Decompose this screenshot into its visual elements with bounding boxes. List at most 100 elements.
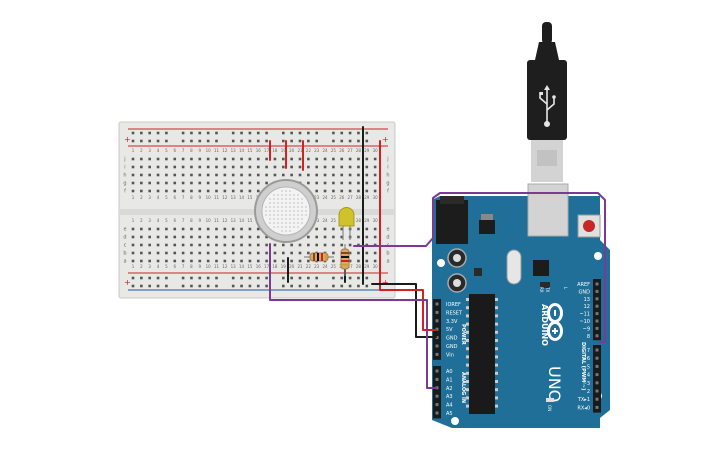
header-pin[interactable] bbox=[435, 344, 439, 348]
resistor-vertical bbox=[340, 244, 350, 276]
header-pin[interactable] bbox=[595, 348, 599, 352]
column-number: 4 bbox=[157, 195, 160, 200]
column-number: 1 bbox=[132, 148, 135, 153]
row-letter: j bbox=[386, 157, 388, 163]
row-letter: f bbox=[124, 189, 126, 195]
rail-plus-label-bottom: + bbox=[124, 278, 131, 287]
column-number: 11 bbox=[214, 195, 220, 200]
column-number: 13 bbox=[231, 195, 237, 200]
rx-led-label: RX bbox=[539, 287, 544, 293]
pin-label: A0 bbox=[446, 369, 453, 375]
wire-digital-9[interactable] bbox=[353, 192, 606, 343]
brand-name: ARDUINO bbox=[540, 304, 549, 346]
pin-label: 4 bbox=[587, 373, 590, 379]
mount-hole bbox=[437, 259, 445, 267]
header-pin[interactable] bbox=[595, 356, 599, 360]
usb-interface-chip bbox=[533, 260, 549, 276]
column-number: 16 bbox=[256, 264, 262, 269]
column-number: 10 bbox=[206, 148, 212, 153]
wire-analog-a1[interactable] bbox=[269, 243, 437, 389]
header-pin[interactable] bbox=[595, 282, 599, 286]
header-pin[interactable] bbox=[595, 319, 599, 323]
column-number: 15 bbox=[247, 195, 253, 200]
column-number: 11 bbox=[214, 264, 220, 269]
reset-button[interactable] bbox=[583, 220, 595, 232]
atmega-chip bbox=[469, 294, 495, 414]
column-number: 5 bbox=[165, 148, 168, 153]
column-number: 9 bbox=[199, 195, 202, 200]
header-pin[interactable] bbox=[435, 302, 439, 306]
header-pin[interactable] bbox=[435, 319, 439, 323]
column-number: 7 bbox=[182, 148, 185, 153]
pin-label: 8 bbox=[587, 334, 590, 340]
column-number: 26 bbox=[339, 148, 345, 153]
column-number: 27 bbox=[348, 264, 354, 269]
header-pin[interactable] bbox=[435, 386, 439, 390]
header-pin[interactable] bbox=[435, 403, 439, 407]
header-pin[interactable] bbox=[595, 405, 599, 409]
column-number: 30 bbox=[373, 264, 379, 269]
on-led bbox=[546, 398, 554, 402]
column-number: 7 bbox=[182, 218, 185, 223]
header-pin[interactable] bbox=[595, 397, 599, 401]
header-pin[interactable] bbox=[435, 377, 439, 381]
column-number: 8 bbox=[190, 218, 193, 223]
header-pin[interactable] bbox=[435, 369, 439, 373]
header-pin[interactable] bbox=[435, 352, 439, 356]
row-letter: h bbox=[123, 173, 126, 179]
column-number: 7 bbox=[182, 264, 185, 269]
column-number: 2 bbox=[140, 195, 143, 200]
column-number: 23 bbox=[314, 264, 320, 269]
column-number: 14 bbox=[239, 264, 245, 269]
column-number: 12 bbox=[222, 218, 228, 223]
column-number: 28 bbox=[356, 264, 362, 269]
header-pin[interactable] bbox=[435, 411, 439, 415]
mount-hole bbox=[594, 252, 602, 260]
column-number: 13 bbox=[231, 218, 237, 223]
row-letter: a bbox=[123, 259, 126, 265]
column-number: 24 bbox=[323, 148, 329, 153]
column-number: 3 bbox=[148, 195, 151, 200]
header-pin[interactable] bbox=[435, 394, 439, 398]
pin-label: ~6 bbox=[583, 356, 590, 362]
header-pin[interactable] bbox=[435, 336, 439, 340]
header-pin[interactable] bbox=[435, 310, 439, 314]
column-number: 10 bbox=[206, 264, 212, 269]
header-pin[interactable] bbox=[595, 364, 599, 368]
pin-label: A1 bbox=[446, 377, 453, 383]
header-pin[interactable] bbox=[595, 304, 599, 308]
header-pin[interactable] bbox=[595, 289, 599, 293]
column-number: 9 bbox=[199, 264, 202, 269]
column-number: 29 bbox=[364, 195, 370, 200]
pin-label: ~5 bbox=[583, 364, 590, 370]
pin-label: A2 bbox=[446, 386, 453, 392]
column-number: 6 bbox=[173, 148, 176, 153]
led-yellow bbox=[338, 207, 355, 240]
header-pin[interactable] bbox=[435, 327, 439, 331]
pin-label: Vin bbox=[446, 352, 454, 358]
column-number: 12 bbox=[222, 264, 228, 269]
column-number: 27 bbox=[348, 148, 354, 153]
header-pin[interactable] bbox=[595, 389, 599, 393]
column-number: 7 bbox=[182, 195, 185, 200]
row-letter: a bbox=[386, 259, 389, 265]
column-number: 2 bbox=[140, 148, 143, 153]
row-letter: b bbox=[386, 251, 389, 257]
column-number: 18 bbox=[272, 148, 278, 153]
header-pin[interactable] bbox=[595, 297, 599, 301]
header-pin[interactable] bbox=[595, 334, 599, 338]
header-pin[interactable] bbox=[595, 312, 599, 316]
header-pin[interactable] bbox=[595, 326, 599, 330]
column-number: 25 bbox=[331, 148, 337, 153]
wire-5v[interactable] bbox=[379, 289, 437, 331]
header-pin[interactable] bbox=[595, 381, 599, 385]
pin-label: ~10 bbox=[579, 319, 590, 325]
column-number: 29 bbox=[364, 148, 370, 153]
column-number: 1 bbox=[132, 218, 135, 223]
pin-label: AREF bbox=[577, 282, 590, 288]
pin-label: ~9 bbox=[583, 326, 590, 332]
column-number: 8 bbox=[190, 195, 193, 200]
header-pin[interactable] bbox=[595, 373, 599, 377]
column-number: 30 bbox=[373, 148, 379, 153]
